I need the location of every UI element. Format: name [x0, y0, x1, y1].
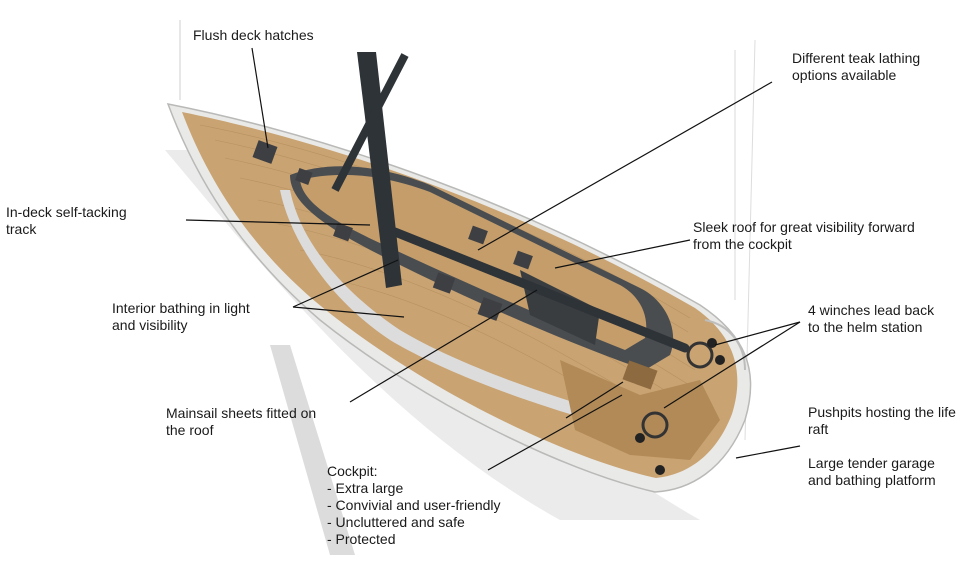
cockpit-table [622, 360, 658, 390]
label-sleek-roof: Sleek roof for great visibility forward … [693, 219, 915, 252]
label-cockpit: Cockpit: - Extra large - Convivial and u… [327, 463, 501, 547]
leader-lines [185, 47, 801, 471]
deck-hatches [252, 140, 533, 321]
cockpit [560, 360, 720, 460]
label-mainsail-sheets: Mainsail sheets fitted on the roof [166, 405, 317, 438]
helm-wheel-2 [686, 341, 714, 369]
mast [357, 52, 402, 288]
label-pushpits: Pushpits hosting the life raft [808, 404, 956, 437]
label-self-tacking-track: In-deck self-tacking track [6, 204, 127, 237]
pushpit [704, 319, 746, 371]
label-flush-hatches: Flush deck hatches [193, 27, 314, 43]
boom [390, 227, 690, 353]
label-teak-lathing: Different teak lathing options available [792, 50, 921, 83]
mast-shadow [270, 345, 355, 555]
helm-wheel-1 [641, 411, 669, 439]
label-tender-garage: Large tender garage and bathing platform [808, 455, 936, 488]
label-winches: 4 winches lead back to the helm station [808, 302, 935, 335]
label-interior-light: Interior bathing in light and visibility [112, 300, 250, 333]
spreader [331, 53, 409, 192]
winches [635, 338, 725, 475]
